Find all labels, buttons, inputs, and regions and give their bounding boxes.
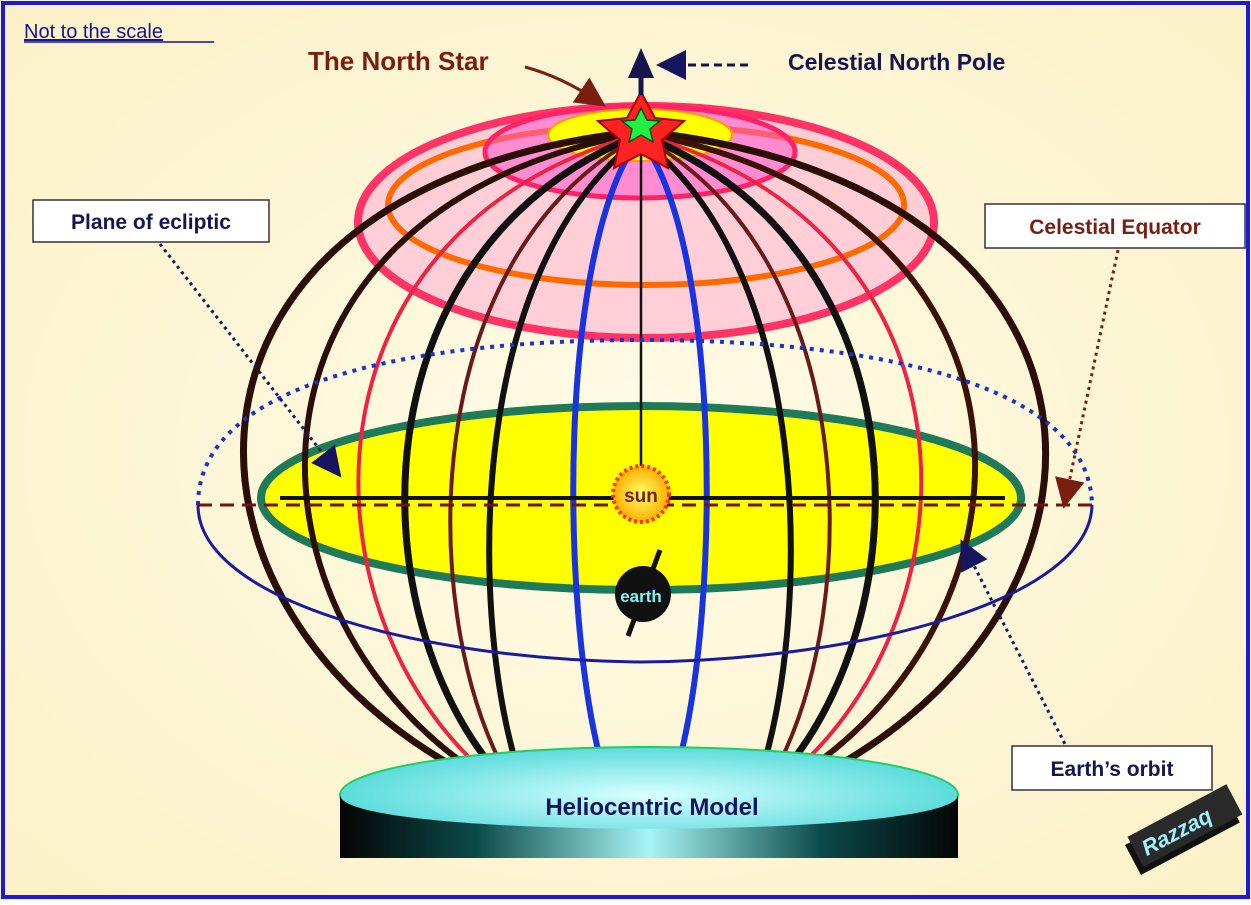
north-star-pointer: [524, 65, 606, 107]
earths-orbit-label: Earth’s orbit: [1051, 758, 1174, 781]
earths-orbit-box: Earth’s orbit: [1011, 745, 1213, 791]
north-star-label: The North Star: [308, 46, 489, 76]
north-pole-arrow: [628, 48, 654, 95]
earth-label: earth: [620, 587, 662, 606]
sun: sun: [611, 464, 671, 524]
plane-of-ecliptic-box: Plane of ecliptic: [32, 199, 270, 243]
meridians: [240, 131, 1050, 774]
base: Heliocentric Model: [339, 746, 959, 858]
earth: earth: [615, 549, 671, 637]
sun-label: sun: [624, 486, 658, 507]
orbit-pointer: [960, 539, 1070, 751]
plane-of-ecliptic-label: Plane of ecliptic: [71, 211, 231, 234]
ecliptic-pointer: [158, 243, 342, 478]
celestial-north-pole-label: Celestial North Pole: [788, 49, 1005, 75]
earths-orbit-ellipse: [196, 504, 1094, 664]
celestial-equator-label: Celestial Equator: [1029, 216, 1201, 239]
equator-pointer: [1055, 249, 1120, 509]
orbit-dotted-arc: [196, 337, 1094, 506]
not-to-scale-label: Not to the scale: [24, 21, 163, 43]
celestial-equator-box: Celestial Equator: [984, 203, 1246, 249]
north-star: [595, 89, 687, 170]
base-title: Heliocentric Model: [545, 794, 758, 821]
